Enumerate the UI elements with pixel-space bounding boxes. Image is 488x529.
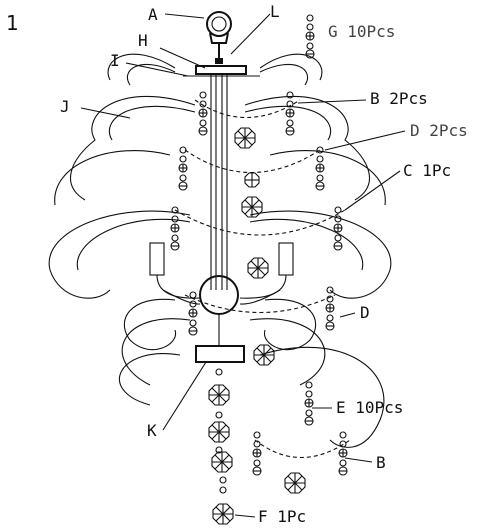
bottom-drop-chain xyxy=(208,368,234,525)
label-e: E 10Pcs xyxy=(336,398,403,417)
figure-number: 1 xyxy=(6,11,19,35)
label-c: C 1Pc xyxy=(403,161,451,180)
label-k: K xyxy=(147,421,157,440)
label-l: L xyxy=(270,2,280,21)
label-d-side: D xyxy=(360,303,370,322)
label-a: A xyxy=(148,5,158,24)
label-d-top: D 2Pcs xyxy=(410,121,468,140)
leader-lines xyxy=(80,13,406,518)
central-column xyxy=(195,74,245,363)
label-b-top: B 2Pcs xyxy=(370,89,428,108)
label-j: J xyxy=(60,97,70,116)
candle-arms xyxy=(149,242,294,305)
garland-chains xyxy=(174,99,351,458)
label-b-bottom: B xyxy=(376,453,386,472)
top-ring xyxy=(206,11,232,64)
label-f: F 1Pc xyxy=(258,507,306,526)
leaf-arms xyxy=(48,53,392,448)
label-h: H xyxy=(138,31,148,50)
crystal-drops xyxy=(170,14,348,494)
label-g: G 10Pcs xyxy=(328,22,395,41)
label-i: I xyxy=(110,51,120,70)
